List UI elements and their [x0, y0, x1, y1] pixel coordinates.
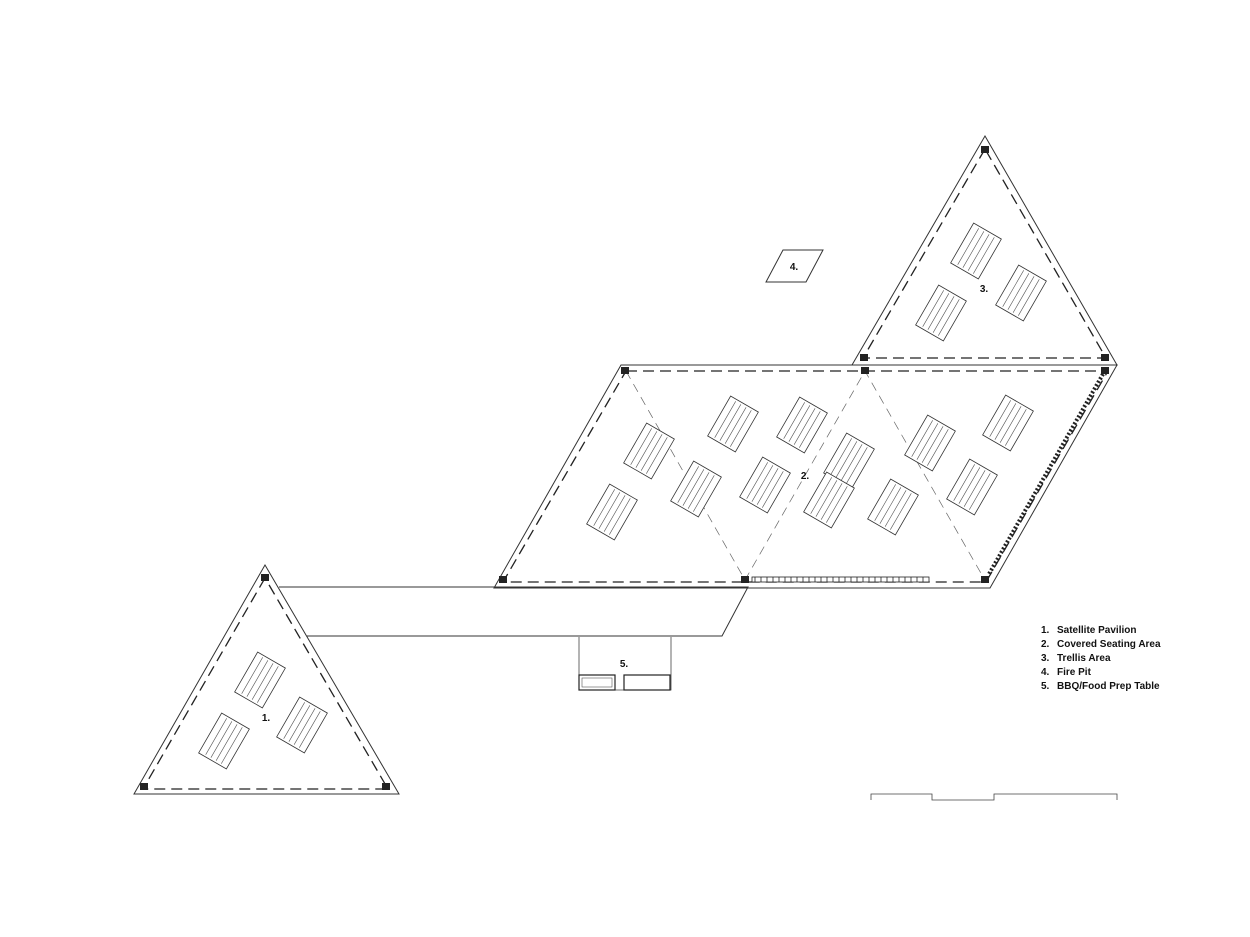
satellite-pavilion [133, 564, 400, 795]
legend-label: Fire Pit [1057, 667, 1091, 678]
picnic-table [776, 396, 828, 454]
picnic-table [946, 458, 998, 516]
legend-item: 4. Fire Pit [1041, 666, 1161, 680]
pavilion-post [861, 367, 869, 374]
legend-item: 5. BBQ/Food Prep Table [1041, 680, 1161, 694]
walkway [279, 586, 749, 637]
trellis-area [851, 135, 1118, 366]
pavilion-post [499, 576, 507, 583]
marker-satellite-pavilion: 1. [262, 713, 271, 724]
picnic-table [982, 394, 1034, 452]
marker-bbq: 5. [620, 659, 629, 670]
picnic-table [586, 483, 638, 541]
legend-label: Covered Seating Area [1057, 639, 1161, 650]
picnic-table [995, 264, 1047, 322]
pavilion-post [1101, 354, 1109, 361]
picnic-table [670, 460, 722, 518]
legend-label: BBQ/Food Prep Table [1057, 681, 1160, 692]
pavilion-post [1101, 367, 1109, 374]
picnic-table [950, 222, 1002, 280]
legend-number: 2. [1041, 639, 1050, 650]
picnic-table [198, 712, 250, 770]
counter-rail-bottom [751, 576, 930, 583]
legend-label: Satellite Pavilion [1057, 625, 1137, 636]
bbq-food-prep [578, 637, 672, 691]
legend-label: Trellis Area [1057, 653, 1111, 664]
legend-item: 3. Trellis Area [1041, 652, 1161, 666]
pavilion-post [621, 367, 629, 374]
marker-fire-pit: 4. [790, 262, 799, 273]
picnic-table [234, 651, 286, 709]
pavilion-post [382, 783, 390, 790]
picnic-table [915, 284, 967, 342]
pavilion-post [981, 146, 989, 153]
pavilion-post [981, 576, 989, 583]
fire-pit [765, 249, 824, 283]
marker-trellis-area: 3. [980, 284, 989, 295]
picnic-table [276, 696, 328, 754]
pavilion-post [860, 354, 868, 361]
legend-item: 2. Covered Seating Area [1041, 638, 1161, 652]
legend-number: 4. [1041, 667, 1050, 678]
picnic-table [904, 414, 956, 472]
legend-item: 1. Satellite Pavilion [1041, 624, 1161, 638]
legend-number: 3. [1041, 653, 1050, 664]
picnic-table [707, 395, 759, 453]
picnic-table [739, 456, 791, 514]
legend-number: 1. [1041, 625, 1050, 636]
pavilion-post [140, 783, 148, 790]
marker-covered-seating: 2. [801, 471, 810, 482]
pavilion-post [741, 576, 749, 583]
bbq-grill [578, 674, 616, 691]
scale-bar [870, 793, 1118, 801]
picnic-table [867, 478, 919, 536]
picnic-table [803, 471, 855, 529]
picnic-table [623, 422, 675, 480]
food-prep-table [623, 674, 671, 691]
legend-number: 5. [1041, 681, 1050, 692]
pavilion-post [261, 574, 269, 581]
legend: 1. Satellite Pavilion 2. Covered Seating A… [1041, 624, 1161, 694]
